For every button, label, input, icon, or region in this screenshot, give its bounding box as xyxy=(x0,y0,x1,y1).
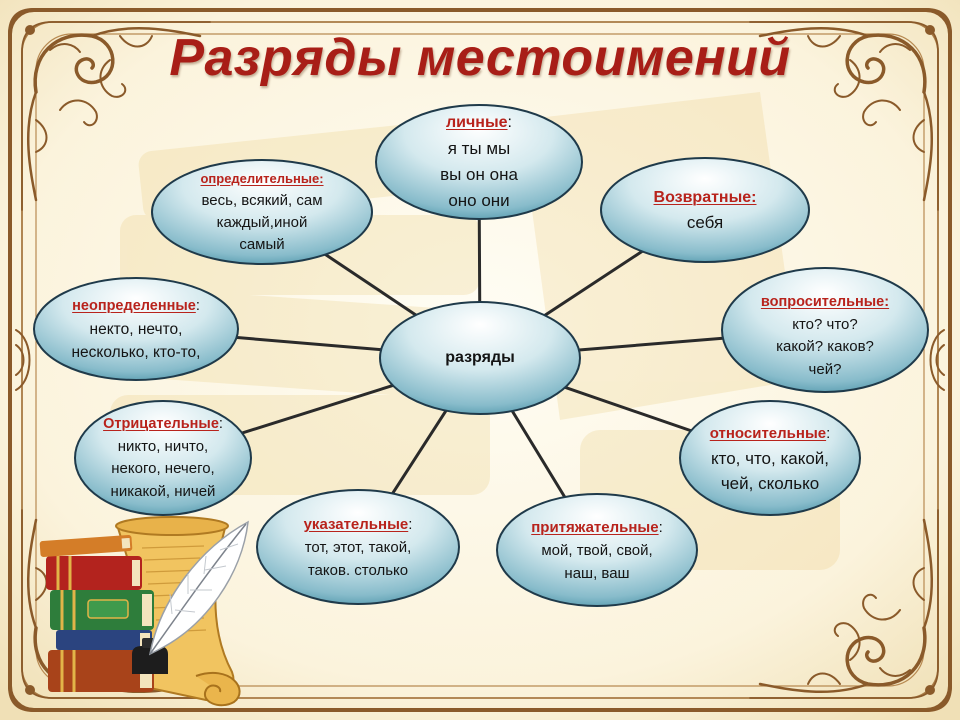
category-heading: неопределенные: xyxy=(72,295,200,318)
pronoun-line: мой, твой, свой, xyxy=(541,541,653,559)
pronoun-line: тот, этот, такой, xyxy=(304,538,412,556)
ellipse-opredelitelnye xyxy=(151,159,373,265)
node-voprositelnye: вопросительные: кто? что? какой? каков? … xyxy=(722,268,928,392)
ellipse-vozvratnye xyxy=(600,157,810,263)
scroll-top-roll xyxy=(115,516,229,536)
category-label: вопросительные: xyxy=(760,294,890,310)
frame-inner-border xyxy=(35,33,925,687)
ellipse-center xyxy=(379,301,581,415)
ellipse-ukazatelnye xyxy=(256,489,460,605)
category-heading: Возвратные: xyxy=(654,185,757,210)
category-heading: определительные: xyxy=(200,168,323,190)
scroll-bottom-curl xyxy=(195,671,241,707)
category-label: притяжательные xyxy=(531,518,659,536)
pronoun-line: некто, нечто, xyxy=(89,320,183,338)
category-label: определительные: xyxy=(200,171,324,186)
category-colon: : xyxy=(826,424,831,442)
category-heading: указательные: xyxy=(304,513,413,536)
book-stack xyxy=(39,535,154,692)
node-vozvratnye: Возвратные: себя xyxy=(601,158,809,262)
category-label: неопределенные xyxy=(72,297,196,314)
slide-title: Разряды местоимений xyxy=(169,29,791,87)
pronoun-line: оно они xyxy=(448,191,510,210)
frame-middle-border xyxy=(21,21,939,699)
category-colon: : xyxy=(218,416,223,432)
quill-icon xyxy=(148,520,249,656)
pronoun-line: чей, сколько xyxy=(720,473,820,493)
pronoun-line: каждый,иной xyxy=(216,214,308,231)
ellipse-prityazhatelnye xyxy=(496,493,698,607)
pronoun-line: таков. столько xyxy=(307,561,409,579)
pronoun-line: чей? xyxy=(808,360,842,378)
category-colon: : xyxy=(507,114,512,131)
category-colon: : xyxy=(658,518,663,536)
category-ellipses xyxy=(33,104,929,607)
category-heading: Отрицательные: xyxy=(103,413,223,436)
node-otnositelnye: относительные: кто, что, какой, чей, ско… xyxy=(680,401,860,515)
node-prityazhatelnye: притяжательные: мой, твой, свой, наш, ва… xyxy=(497,494,697,606)
pronoun-line: несколько, кто-то, xyxy=(71,343,201,361)
frame-outer-border xyxy=(8,8,952,712)
pronoun-line: наш, ваш xyxy=(564,564,630,582)
node-neopredelennye: неопределенные: некто, нечто, несколько,… xyxy=(34,278,238,380)
pronoun-line: я ты мы xyxy=(447,139,511,158)
node-center: разряды xyxy=(380,302,580,414)
category-heading: личные: xyxy=(446,110,512,136)
pronoun-line: себя xyxy=(686,213,724,232)
category-label: личные xyxy=(446,114,508,131)
category-label: указательные xyxy=(303,515,409,533)
ellipse-lichnye xyxy=(375,104,583,220)
ornamental-frame xyxy=(8,8,952,712)
node-lichnye: личные: я ты мы вы он она оно они xyxy=(376,105,582,219)
node-ukazatelnye: указательные: тот, этот, такой, таков. с… xyxy=(257,490,459,604)
category-heading: относительные: xyxy=(710,421,831,446)
category-colon: : xyxy=(195,297,200,314)
category-label: Возвратные: xyxy=(653,189,757,206)
pronoun-line: никакой, ничей xyxy=(110,482,216,500)
ellipse-otritsatelnye xyxy=(74,400,252,516)
category-heading: вопросительные: xyxy=(761,291,889,314)
pronoun-line: кто? что? xyxy=(792,315,858,333)
node-opredelitelnye: определительные: весь, всякий, сам кажды… xyxy=(152,160,372,264)
books-scroll-illustration xyxy=(39,516,249,707)
pronoun-line: вы он она xyxy=(440,165,518,184)
center-label: разряды xyxy=(445,349,515,366)
side-ornament-right xyxy=(929,329,945,391)
category-heading: притяжательные: xyxy=(531,516,663,539)
category-colon: : xyxy=(408,515,413,533)
ellipse-otnositelnye xyxy=(679,400,861,516)
node-otritsatelnye: Отрицательные: никто, ничто, некого, неч… xyxy=(75,401,251,515)
pronoun-line: весь, всякий, сам xyxy=(201,192,323,209)
ellipse-neopredelennye xyxy=(33,277,239,381)
pronoun-line: некого, нечего, xyxy=(111,460,215,477)
category-label: относительные xyxy=(709,424,827,442)
pronoun-line: самый xyxy=(239,236,285,253)
pronoun-line: какой? каков? xyxy=(776,338,874,355)
pronoun-line: кто, что, какой, xyxy=(710,448,830,468)
ellipse-voprositelnye xyxy=(721,267,929,393)
category-label: Отрицательные xyxy=(103,416,219,432)
side-ornament-left xyxy=(15,329,31,391)
pronoun-line: никто, ничто, xyxy=(117,437,209,455)
